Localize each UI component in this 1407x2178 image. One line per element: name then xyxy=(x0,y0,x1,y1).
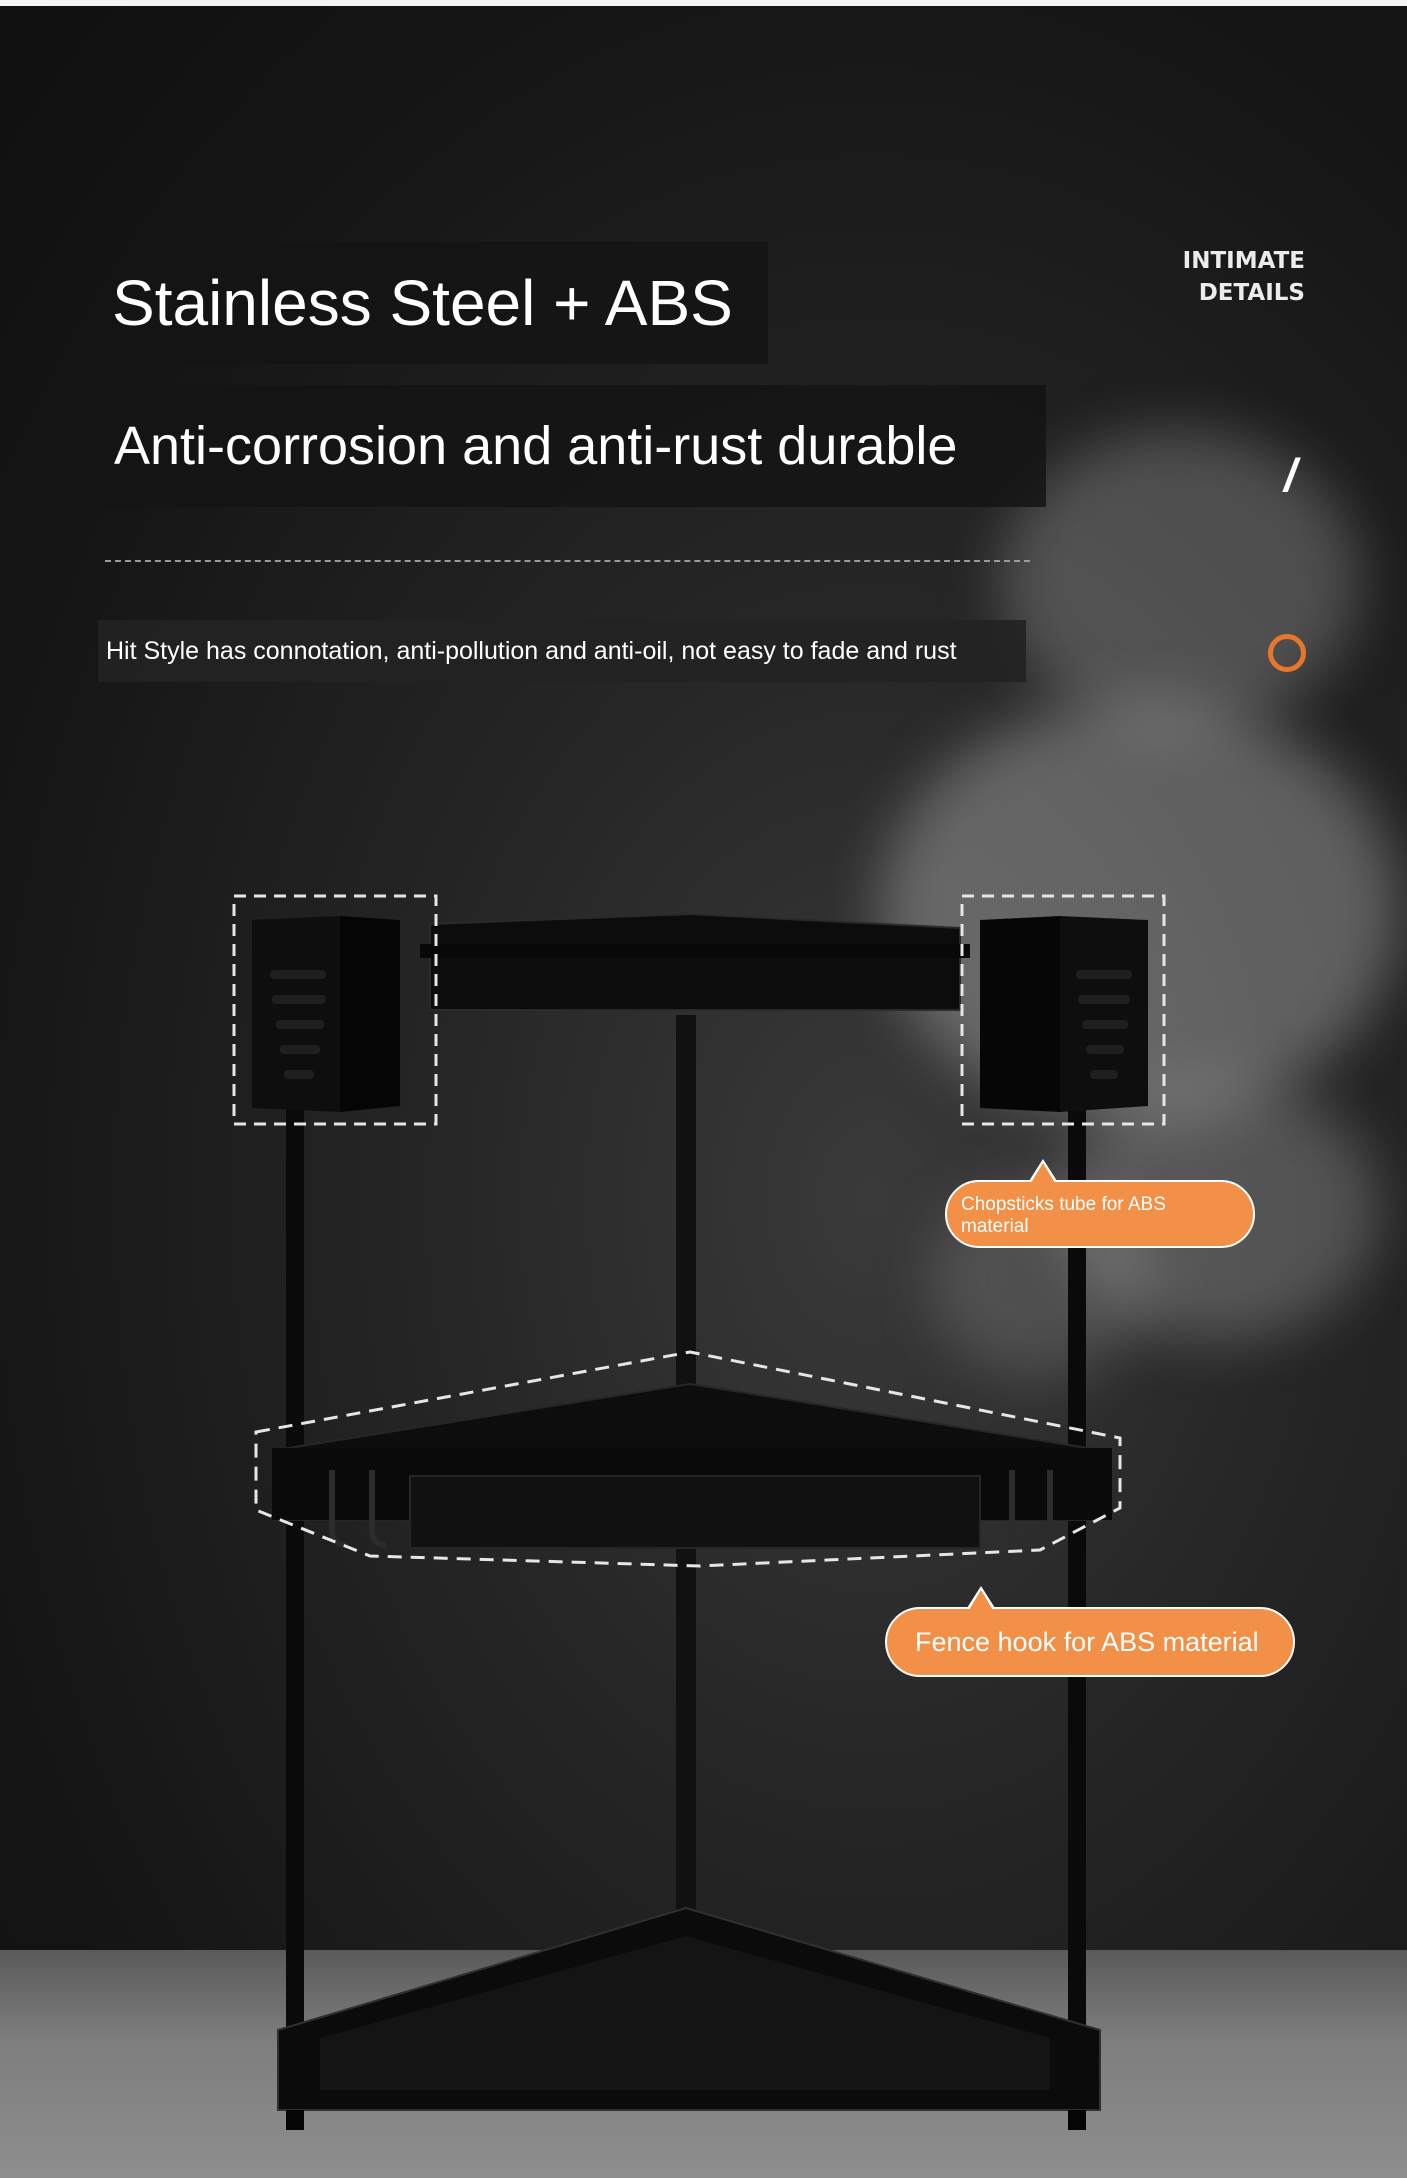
dashed-highlight-middle xyxy=(254,1350,1122,1568)
right-foot xyxy=(1068,2110,1086,2130)
callout-fence-hook: Fence hook for ABS material xyxy=(885,1586,1295,1677)
page-subtitle: Anti-corrosion and anti-rust durable xyxy=(98,385,1046,507)
slash-glyph: / xyxy=(1284,449,1297,501)
orange-ring-icon xyxy=(1268,634,1306,672)
bottom-inner xyxy=(320,1936,1050,2090)
page-title: Stainless Steel + ABS xyxy=(96,242,768,364)
dashed-divider xyxy=(105,560,1030,562)
top-tray xyxy=(429,912,961,1011)
dashed-highlight-right xyxy=(960,894,1166,1126)
smoke-cloud xyxy=(1000,430,1360,730)
left-foot xyxy=(286,2110,304,2130)
left-post xyxy=(286,1100,304,2130)
right-chopsticks-tube xyxy=(980,916,1148,1112)
left-chopsticks-tube xyxy=(252,916,400,1112)
middle-front-rail xyxy=(409,1475,981,1549)
top-border xyxy=(0,0,1407,6)
description-text: Hit Style has connotation, anti-pollutio… xyxy=(98,620,1026,682)
callout-chopsticks-tube: Chopsticks tube for ABS material xyxy=(945,1159,1255,1248)
side-label-line2: DETAILS xyxy=(1198,280,1305,306)
top-rail xyxy=(420,944,970,958)
dashed-highlight-left xyxy=(232,894,438,1126)
side-label-line1: INTIMATE xyxy=(1182,248,1305,274)
intimate-details-label: INTIMATE DETAILS xyxy=(1183,245,1305,309)
